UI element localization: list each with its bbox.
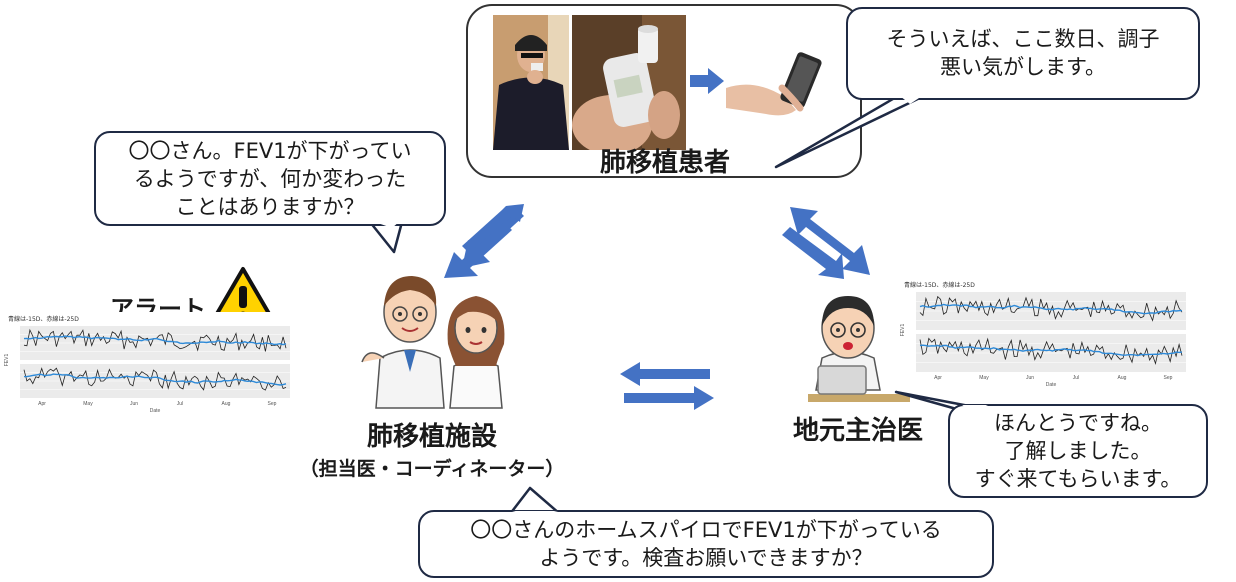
chart-x-tick: Jun: [130, 401, 138, 407]
patient-label: 肺移植患者: [599, 148, 730, 178]
arrow-patient-doctor: [782, 207, 870, 279]
facility-speech-line-3: ことはありますか？: [175, 195, 365, 219]
chart-x-tick: Jul: [1073, 375, 1079, 381]
local-doctor-label: 地元主治医: [792, 416, 923, 446]
patient-speech-line-1: そういえば、ここ数日、調子: [886, 27, 1160, 51]
doctor-speech-line-2: 了解しました。: [1004, 439, 1152, 463]
chart-series-smoothed: [919, 303, 1183, 315]
arrow-facility-patient: [444, 204, 524, 278]
patient-speech-line-2: 悪い気がします。: [940, 55, 1106, 79]
chart-series-smoothed: [23, 335, 287, 346]
chart-x-label: Date: [1046, 382, 1057, 388]
facility-speech-line-1: 〇〇さん。FEV1が下がってい: [128, 139, 412, 163]
spirometer-photo: [572, 15, 686, 150]
chart-series-smoothed: [919, 344, 1183, 357]
arrow-facility-doctor: [620, 362, 714, 410]
facility-label: 肺移植施設: [366, 422, 497, 452]
chart-y-label: FEV1: [4, 354, 10, 367]
chart-x-tick: Aug: [1118, 375, 1127, 381]
facility-speech-bubble-to-doctor: 〇〇さんのホームスパイロでFEV1が下がっている ようです。検査お願いできますか…: [418, 510, 994, 578]
chart-x-tick: Sep: [268, 401, 277, 407]
chart-right-title: 青線は-15D、赤線は-25D: [904, 282, 975, 289]
chart-x-tick: May: [979, 375, 989, 381]
facility-speech-line-2: るようですが、何か変わった: [133, 167, 407, 191]
chart-series-smoothed: [24, 373, 287, 386]
smartphone-photo: [726, 48, 828, 128]
local-doctor-illustration: [808, 296, 910, 402]
chart-x-tick: Jul: [177, 401, 183, 407]
chart-left-title: 青線は-15D、赤線は-25D: [8, 316, 79, 323]
chart-x-tick: Apr: [38, 401, 46, 407]
local-doctor-speech-bubble: ほんとうですね。 了解しました。 すぐ来てもらいます。: [948, 404, 1208, 498]
chart-x-tick: Jun: [1026, 375, 1034, 381]
patient-photo: [493, 15, 569, 150]
facility-staff-illustration: [361, 276, 505, 409]
facility-sublabel: （担当医・コーディネーター）: [299, 458, 565, 480]
chart-x-tick: Sep: [1164, 375, 1173, 381]
chart-x-tick: May: [83, 401, 93, 407]
chart-x-tick: Aug: [222, 401, 231, 407]
chart-x-label: Date: [150, 408, 161, 412]
doctor-speech-line-1: ほんとうですね。: [994, 411, 1162, 435]
chart-x-tick: Apr: [934, 375, 942, 381]
bottom-speech-line-2: ようです。検査お願いできますか？: [539, 546, 873, 570]
doctor-speech-line-3: すぐ来てもらいます。: [974, 467, 1182, 491]
facility-speech-bubble-to-patient: 〇〇さん。FEV1が下がってい るようですが、何か変わった ことはありますか？: [94, 131, 446, 226]
chart-y-label: FEV1: [900, 324, 906, 337]
photo-flow-arrow: [690, 68, 724, 94]
bottom-speech-line-1: 〇〇さんのホームスパイロでFEV1が下がっている: [470, 518, 942, 542]
patient-speech-bubble: そういえば、ここ数日、調子 悪い気がします。: [846, 7, 1200, 100]
